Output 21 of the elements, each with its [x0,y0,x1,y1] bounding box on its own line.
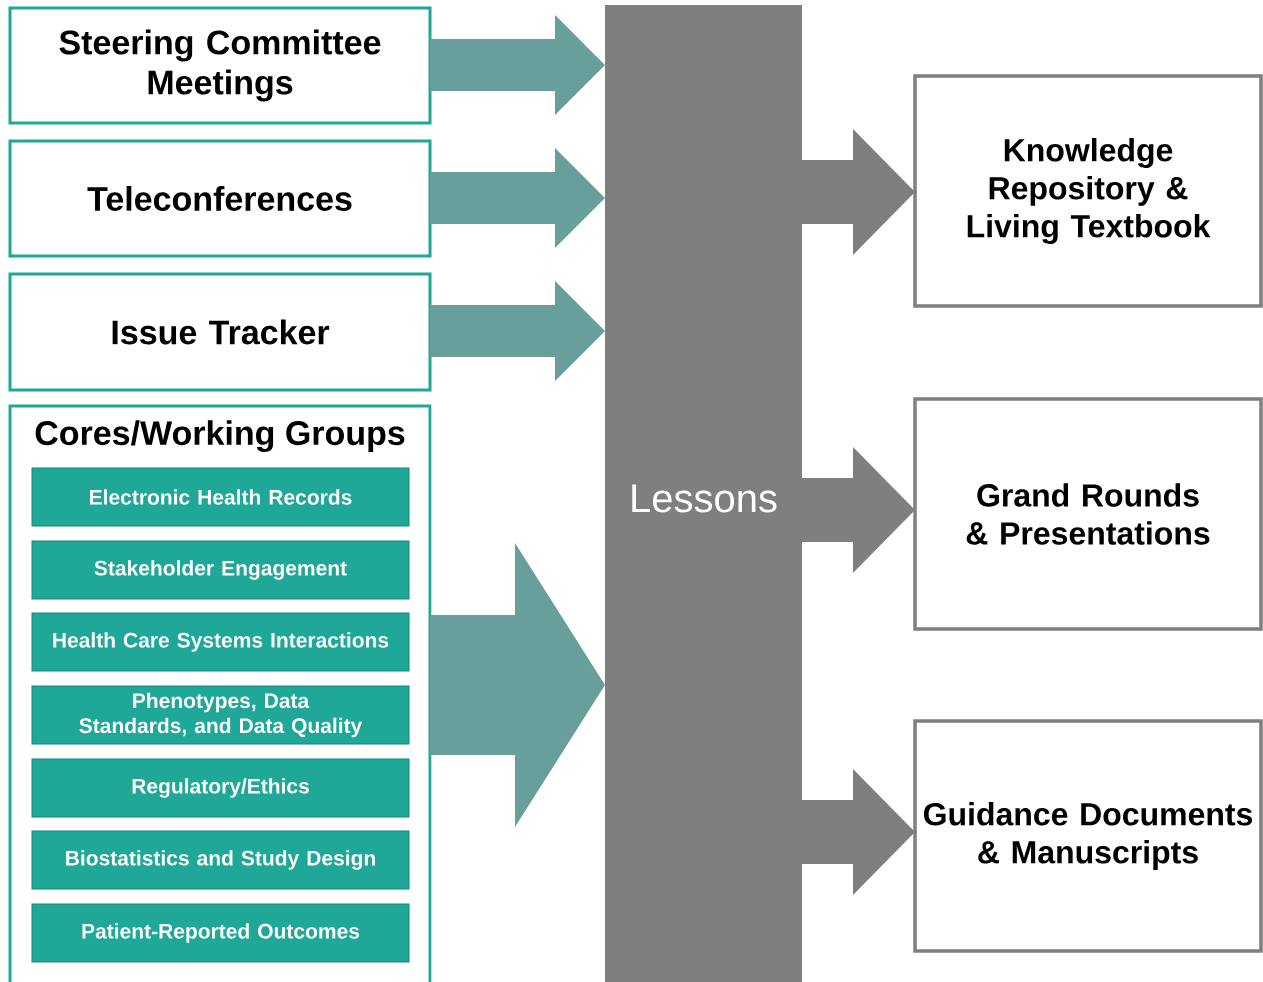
output-box: Grand Rounds & Presentations [913,397,1263,631]
block-arrow [802,129,915,255]
group-item-box: Patient-Reported Outcomes [31,903,410,963]
block-arrow [430,543,605,827]
group-item-box: Biostatistics and Study Design [31,830,410,890]
output-box: Knowledge Repository & Living Textbook [913,74,1263,308]
source-box: Issue Tracker [8,272,432,392]
block-arrow [430,15,605,115]
group-item-box: Electronic Health Records [31,467,410,527]
source-box: Teleconferences [8,139,432,258]
group-item-box: Phenotypes, Data Standards, and Data Quality [31,685,410,745]
block-arrow [802,769,915,895]
source-box: Steering Committee Meetings [8,6,432,125]
group-item-box: Stakeholder Engagement [31,540,410,600]
group-item-box: Health Care Systems Interactions [31,612,410,672]
block-arrow [430,148,605,248]
block-arrow [802,447,915,573]
lessons-bar: Lessons [605,5,802,982]
block-arrow [430,281,605,381]
group-item-box: Regulatory/Ethics [31,758,410,818]
output-box: Guidance Documents & Manuscripts [913,719,1263,953]
